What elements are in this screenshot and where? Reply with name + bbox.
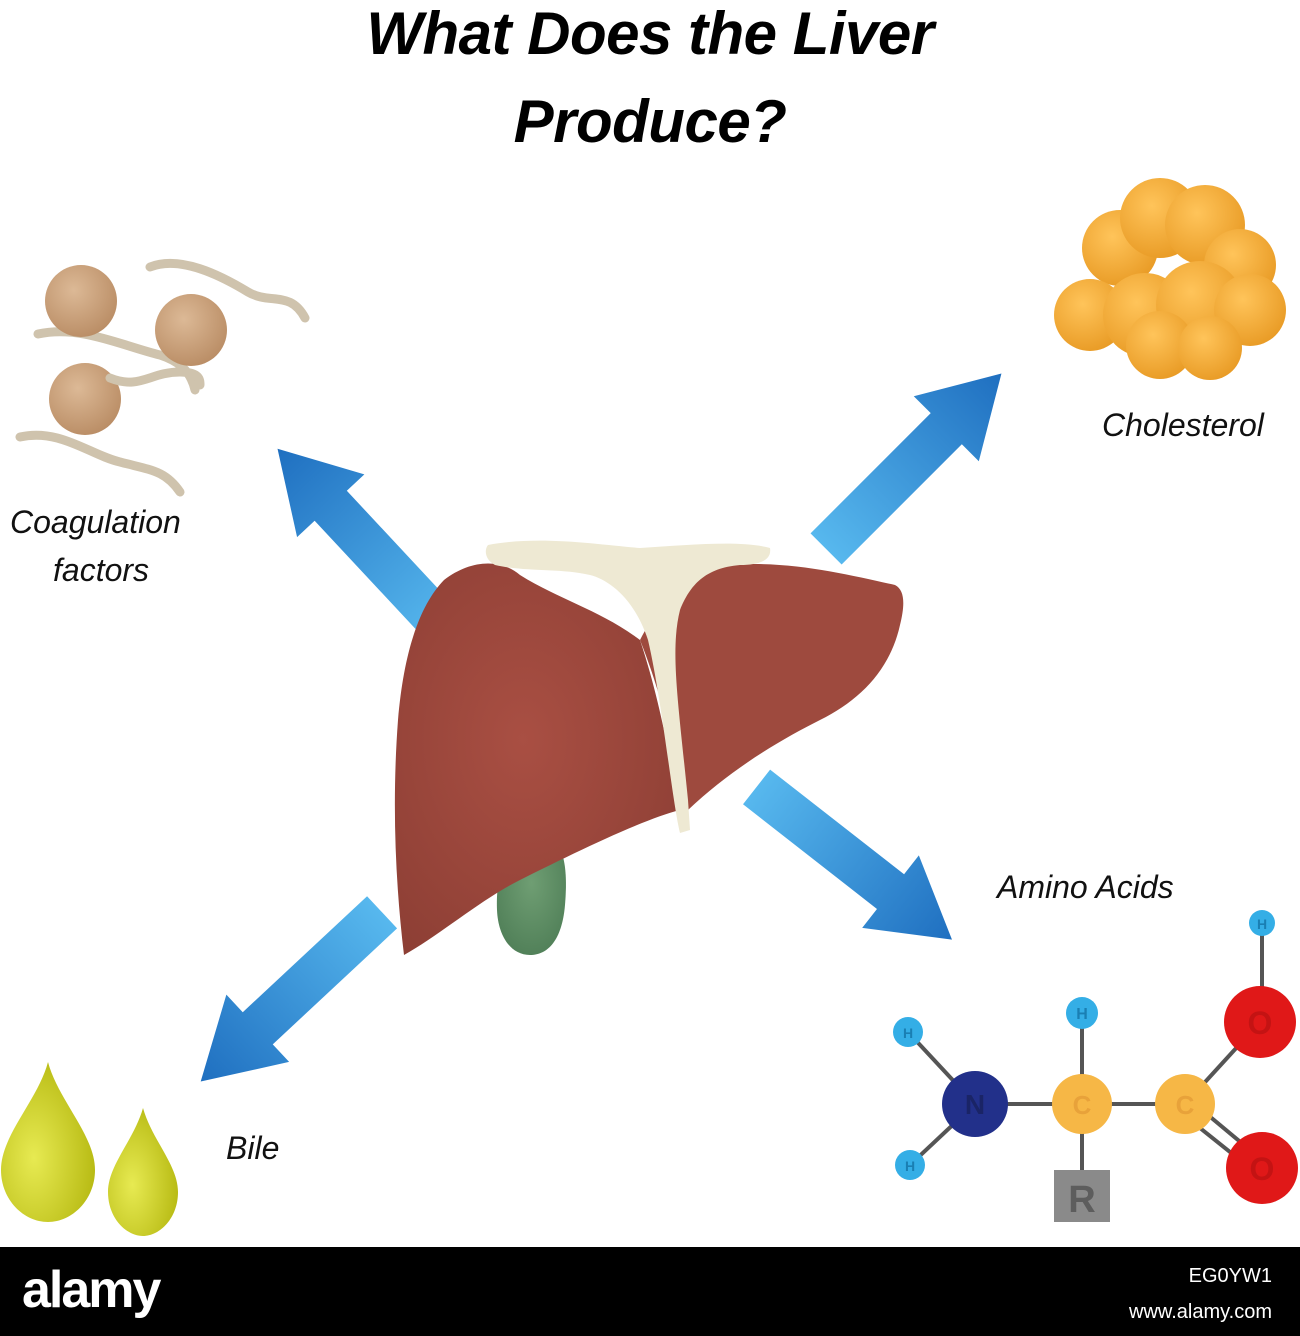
title-line-2: Produce? xyxy=(513,88,787,155)
footer-brand-logo: alamy xyxy=(22,1261,161,1319)
atom-c2-label: C xyxy=(1176,1090,1195,1120)
atom-c1-label: C xyxy=(1073,1090,1092,1120)
cholesterol-label: Cholesterol xyxy=(1102,407,1264,443)
cholesterol-illustration xyxy=(1054,178,1286,380)
atom-h-n-top-label: H xyxy=(903,1025,913,1041)
amino-acids-label: Amino Acids xyxy=(997,869,1174,905)
footer-bar xyxy=(0,1247,1300,1336)
liver-left-lobe xyxy=(640,564,904,810)
atom-o2-label: O xyxy=(1250,1151,1275,1187)
liver-illustration xyxy=(394,540,904,955)
footer-url: www.alamy.com xyxy=(1129,1301,1272,1323)
amino-acid-molecule xyxy=(893,910,1298,1222)
coagulation-factors-illustration xyxy=(15,258,310,497)
atom-h-c-label: H xyxy=(1076,1006,1088,1023)
title-line-1: What Does the Liver xyxy=(366,0,934,67)
falciform-ligament xyxy=(485,540,771,833)
atom-h-n-bottom-label: H xyxy=(905,1158,915,1174)
atom-n-label: N xyxy=(965,1089,985,1120)
arrow-to-cholesterol xyxy=(810,373,1002,565)
arrow-to-bile xyxy=(200,896,398,1082)
arrow-to-amino-acids xyxy=(743,769,952,940)
bile-drop-large xyxy=(1,1062,95,1222)
bile-label: Bile xyxy=(226,1130,280,1166)
atom-o1-label: O xyxy=(1248,1005,1273,1041)
bile-drops-illustration xyxy=(1,1062,178,1236)
footer-image-id: EG0YW1 xyxy=(1188,1265,1272,1287)
atom-h-top-label: H xyxy=(1257,916,1267,932)
arrow-to-coagulation xyxy=(277,448,463,646)
liver-right-lobe xyxy=(394,563,680,955)
bile-drop-small xyxy=(108,1108,178,1236)
coagulation-label-line-1: Coagulation xyxy=(10,504,181,540)
r-group-label: R xyxy=(1068,1179,1095,1221)
coagulation-label-line-2: factors xyxy=(53,552,150,588)
